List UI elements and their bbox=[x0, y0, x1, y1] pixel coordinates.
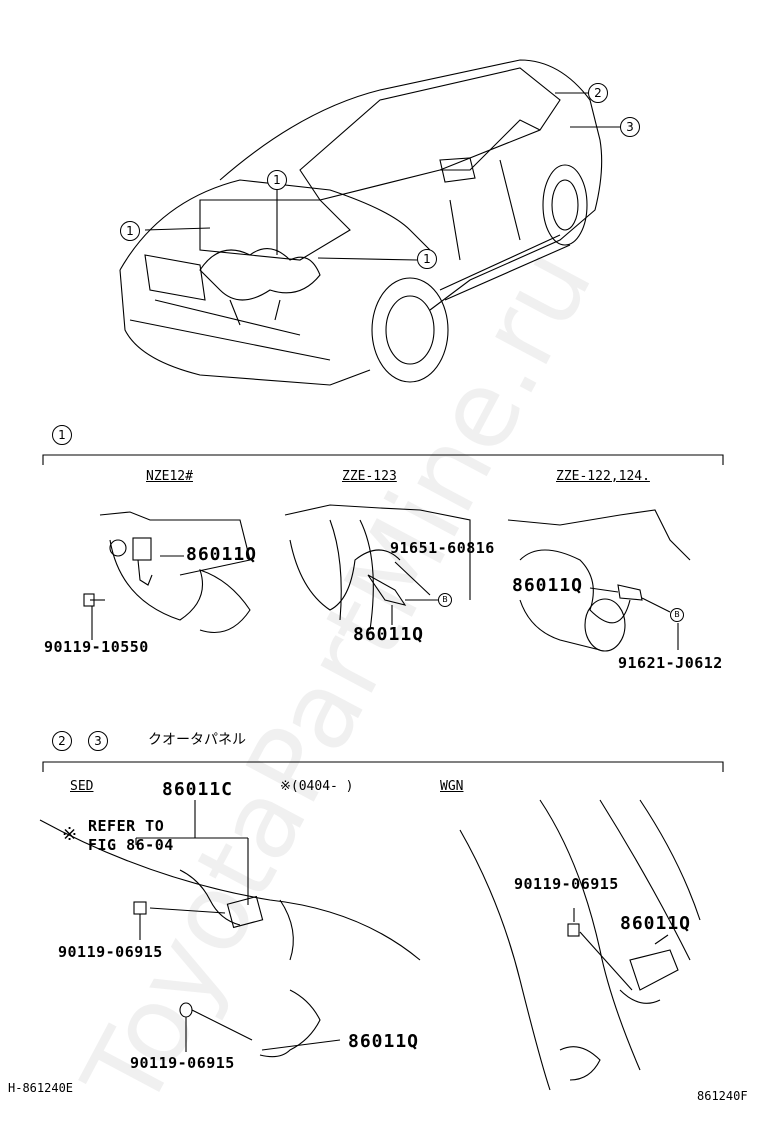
zze122-detail-art bbox=[507, 509, 691, 652]
section2-heading: クオータパネル bbox=[148, 732, 246, 748]
wgn-part-number: 86011Q bbox=[620, 913, 692, 934]
footer-right-code: 861240F bbox=[697, 1089, 748, 1103]
sed-part-86011c: 86011C bbox=[162, 779, 234, 800]
zze122-b-marker: B bbox=[670, 608, 684, 622]
nze-part-number: 86011Q bbox=[186, 544, 258, 565]
car-illustration bbox=[119, 59, 620, 386]
sed-part-86011q: 86011Q bbox=[348, 1031, 420, 1052]
zze122-column-title: ZZE-122,124. bbox=[556, 469, 650, 484]
callout-3-car: 3 bbox=[620, 117, 640, 137]
nze-column-title: NZE12# bbox=[146, 469, 193, 484]
zze122-clip-number: 91621-J0612 bbox=[618, 654, 723, 672]
sed-bolt-number-1: 90119-06915 bbox=[58, 943, 163, 961]
footer-left-code: H-861240E bbox=[8, 1081, 74, 1095]
callout-1-right: 1 bbox=[417, 249, 437, 269]
zze122-part-number: 86011Q bbox=[512, 575, 584, 596]
callout-1-top: 1 bbox=[267, 170, 287, 190]
section2-callout-3: 3 bbox=[88, 731, 108, 751]
date-range-note: ※(0404- ) bbox=[280, 779, 354, 794]
wgn-bolt-number: 90119-06915 bbox=[514, 875, 619, 893]
refer-line-1: REFER TO bbox=[88, 817, 165, 835]
nze-bolt-number: 90119-10550 bbox=[44, 638, 149, 656]
nze-detail-art bbox=[83, 511, 251, 640]
zze123-part-number: 86011Q bbox=[353, 624, 425, 645]
wgn-detail-art bbox=[459, 799, 701, 1091]
callout-1-left: 1 bbox=[120, 221, 140, 241]
zze123-column-title: ZZE-123 bbox=[342, 469, 397, 484]
section2-bracket bbox=[42, 761, 724, 772]
zze123-detail-art bbox=[284, 504, 471, 631]
zze123-clip-number: 91651-60816 bbox=[390, 539, 495, 557]
section1-bracket bbox=[42, 454, 724, 465]
section1-callout: 1 bbox=[52, 425, 72, 445]
sed-label: SED bbox=[70, 779, 94, 794]
section2-callout-2: 2 bbox=[52, 731, 72, 751]
refer-line-2: FIG 86-04 bbox=[88, 836, 174, 854]
callout-2-car: 2 bbox=[588, 83, 608, 103]
refer-mark: ※ bbox=[62, 824, 78, 845]
sed-bolt-number-2: 90119-06915 bbox=[130, 1054, 235, 1072]
zze123-b-marker: B bbox=[438, 593, 452, 607]
wgn-label: WGN bbox=[440, 779, 464, 794]
sed-detail-art bbox=[39, 800, 421, 1058]
